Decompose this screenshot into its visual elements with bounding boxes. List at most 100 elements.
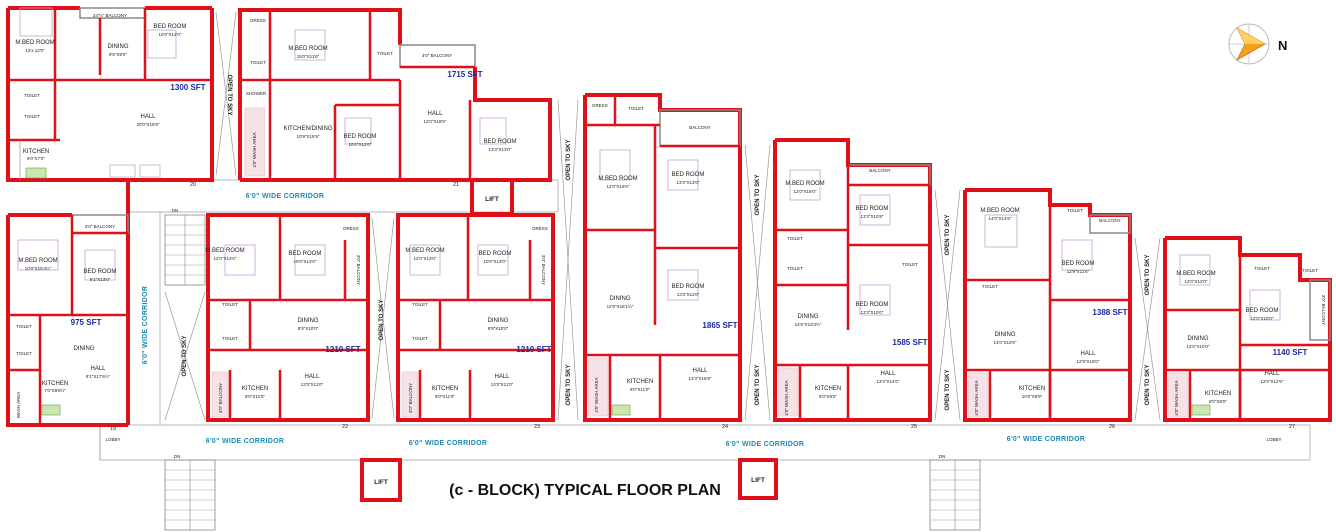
unit-20-hall-dim: 20'0"X15'9" bbox=[137, 122, 160, 127]
unit-20-number: 20 bbox=[190, 182, 196, 188]
unit-26-balcony-label: BALCONY bbox=[1099, 218, 1121, 223]
plan-title: (c - BLOCK) TYPICAL FLOOR PLAN bbox=[449, 482, 721, 499]
unit-23-toilet-label: TOILET bbox=[412, 302, 428, 307]
unit-25-number: 25 bbox=[911, 424, 917, 430]
unit-21-kitchen-label: KITCHEN/DINING bbox=[283, 126, 332, 132]
unit-27-hall-label: HALL bbox=[1264, 371, 1280, 377]
unit-21-dress-label: DRESS bbox=[250, 18, 266, 23]
unit-22-toilet-label: TOILET bbox=[222, 302, 238, 307]
unit-25-wash-label: 4'0" WASH AREA bbox=[784, 380, 789, 415]
unit-22-toilet2-label: TOILET bbox=[222, 336, 238, 341]
corridor-lower-2-label: 6'0" WIDE CORRIDOR bbox=[409, 440, 487, 447]
unit-26-dining-dim: 14'0"X10'0" bbox=[994, 340, 1017, 345]
lift-bottom-left-label: LIFT bbox=[374, 479, 388, 486]
unit-25-kitchen-dim: 8'0"X9'0" bbox=[819, 394, 837, 399]
unit-21-hall-label: HALL bbox=[427, 111, 443, 117]
unit-24-area: 1865 SFT bbox=[702, 321, 737, 330]
unit-24-dress-label: DRESS bbox=[592, 103, 608, 108]
unit-21-toilet-label: TOILET bbox=[377, 51, 393, 56]
open-to-sky-5b-label: OPEN TO SKY bbox=[755, 365, 761, 406]
stair-bottom-left-dn-label: DN bbox=[174, 454, 181, 459]
unit-22-mbed-label: M.BED ROOM bbox=[205, 248, 244, 254]
open-to-sky-7a-label: OPEN TO SKY bbox=[1145, 255, 1151, 296]
unit-24-bed2-label: BED ROOM bbox=[672, 284, 705, 290]
open-to-sky-7b-label: OPEN TO SKY bbox=[1145, 365, 1151, 406]
unit-25-dining-label: DINING bbox=[798, 314, 819, 320]
unit-24-dining-dim: 12'0"X16'1½" bbox=[607, 303, 634, 309]
unit-22-area: 1210 SFT bbox=[325, 345, 360, 354]
unit-24-bed-dim: 13'3"X13'0" bbox=[677, 180, 700, 185]
unit-24-hall-dim: 13'3"X16'9" bbox=[689, 376, 712, 381]
unit-19-hall-label: HALL bbox=[90, 366, 106, 372]
unit-24-kitchen-label: KITCHEN bbox=[627, 379, 653, 385]
unit-25-hall-dim: 13'3"X14'0" bbox=[877, 379, 900, 384]
unit-27-kitchen-label: KITCHEN bbox=[1205, 391, 1231, 397]
compass-north-label: N bbox=[1278, 38, 1287, 53]
unit-25-toilet-label: TOILET bbox=[787, 236, 803, 241]
compass: N bbox=[1228, 23, 1287, 65]
unit-26-kitchen-label: KITCHEN bbox=[1019, 386, 1045, 392]
unit-19-mbed-label: M.BED ROOM bbox=[18, 258, 57, 264]
unit-25-area: 1585 SFT bbox=[892, 338, 927, 347]
unit-19-bed-dim: 9'1"X13'0" bbox=[90, 277, 111, 282]
lift-top: LIFT bbox=[470, 178, 514, 216]
open-to-sky-5: OPEN TO SKY OPEN TO SKY bbox=[744, 144, 771, 421]
unit-20-toilet-label: TOILET bbox=[24, 93, 40, 98]
unit-25-toilet2-label: TOILET bbox=[787, 266, 803, 271]
unit-22-dining-label: DINING bbox=[298, 318, 319, 324]
corridor-lower-1-label: 6'0" WIDE CORRIDOR bbox=[206, 438, 284, 445]
unit-23-mbed-label: M.BED ROOM bbox=[405, 248, 444, 254]
unit-20-mbed-dim: 12'x 12'0" bbox=[25, 48, 45, 53]
unit-23: M.BED ROOM 12'0"X13'0" BED ROOM 10'0"X13… bbox=[396, 213, 555, 430]
unit-19-hall-dim: 9'1"X17'6½" bbox=[86, 373, 111, 379]
unit-19-toilet-label: TOILET bbox=[16, 324, 32, 329]
unit-25-bed-label: BED ROOM bbox=[856, 206, 889, 212]
unit-23-toilet2-label: TOILET bbox=[412, 336, 428, 341]
unit-24-hall-label: HALL bbox=[692, 368, 708, 374]
unit-27-bed-label: BED ROOM bbox=[1246, 308, 1279, 314]
unit-22-hall-label: HALL bbox=[304, 374, 320, 380]
unit-24-balcony-label: BALCONY bbox=[689, 125, 711, 130]
unit-25-bed2-label: BED ROOM bbox=[856, 302, 889, 308]
unit-26-hall-label: HALL bbox=[1080, 351, 1096, 357]
unit-19-balcony-label: 3'0" BALCONY bbox=[85, 224, 115, 229]
unit-27-mbed-label: M.BED ROOM bbox=[1176, 271, 1215, 277]
unit-23-kitchen-dim: 8'0"X11'0" bbox=[435, 394, 455, 399]
unit-21-wash-label: 4'0" WASH AREA bbox=[252, 132, 257, 167]
unit-19-kitchen-label: KITCHEN bbox=[42, 381, 68, 387]
unit-27-area: 1140 SFT bbox=[1273, 348, 1308, 357]
lift-top-label: LIFT bbox=[485, 196, 499, 203]
unit-20-dining-label: DINING bbox=[108, 44, 129, 50]
unit-23-bed-label: BED ROOM bbox=[479, 251, 512, 257]
unit-27-dining-label: DINING bbox=[1188, 336, 1209, 342]
unit-22-number: 22 bbox=[342, 424, 348, 430]
corridor-lower-3-label: 6'0" WIDE CORRIDOR bbox=[726, 441, 804, 448]
unit-26-number: 26 bbox=[1109, 424, 1115, 430]
unit-20-area: 1300 SFT bbox=[170, 83, 205, 92]
unit-20-kitchen-label: KITCHEN bbox=[23, 149, 49, 155]
unit-20-dining-dim: 9'6"X9'0" bbox=[109, 52, 127, 57]
unit-26-mbed-dim: 14'0"X14'6" bbox=[989, 216, 1012, 221]
unit-19: 3'0" BALCONY M.BED ROOM 10'0"X16'4½" BED… bbox=[6, 213, 129, 442]
unit-22-balcony2-label: 4'0" BALCONY bbox=[218, 383, 223, 413]
unit-20-kitchen-dim: 9'0"X7'0" bbox=[27, 156, 45, 161]
unit-23-number: 23 bbox=[534, 424, 540, 430]
lift-bottom-left: LIFT bbox=[360, 458, 402, 502]
unit-23-hall-dim: 13'3"X11'0" bbox=[491, 382, 514, 387]
unit-26-toilet-label: TOILET bbox=[982, 284, 998, 289]
unit-21-kitchen-dim: 10'9"X15'9" bbox=[297, 134, 320, 139]
open-to-sky-4b-label: OPEN TO SKY bbox=[566, 365, 572, 406]
open-to-sky-2-label: OPEN TO SKY bbox=[182, 336, 188, 377]
unit-22-dress-label: DRESS bbox=[343, 226, 359, 231]
main-vertical-corridor: 6'0" WIDE CORRIDOR bbox=[126, 180, 161, 425]
unit-21-balcony-label: 4'0" BALCONY bbox=[422, 53, 452, 58]
stair-left: DN OPEN TO SKY bbox=[164, 208, 206, 421]
unit-20-mbed-label: M.BED ROOM bbox=[15, 40, 54, 46]
unit-21-bed2-dim: 13'3"X13'0" bbox=[489, 147, 512, 152]
unit-25-kitchen-label: KITCHEN bbox=[815, 386, 841, 392]
unit-19-bed-label: BED ROOM bbox=[84, 269, 117, 275]
unit-23-dress-label: DRESS bbox=[532, 226, 548, 231]
corridor-lower-4-label: 6'0" WIDE CORRIDOR bbox=[1007, 436, 1085, 443]
unit-23-area: 1210 SFT bbox=[516, 345, 551, 354]
